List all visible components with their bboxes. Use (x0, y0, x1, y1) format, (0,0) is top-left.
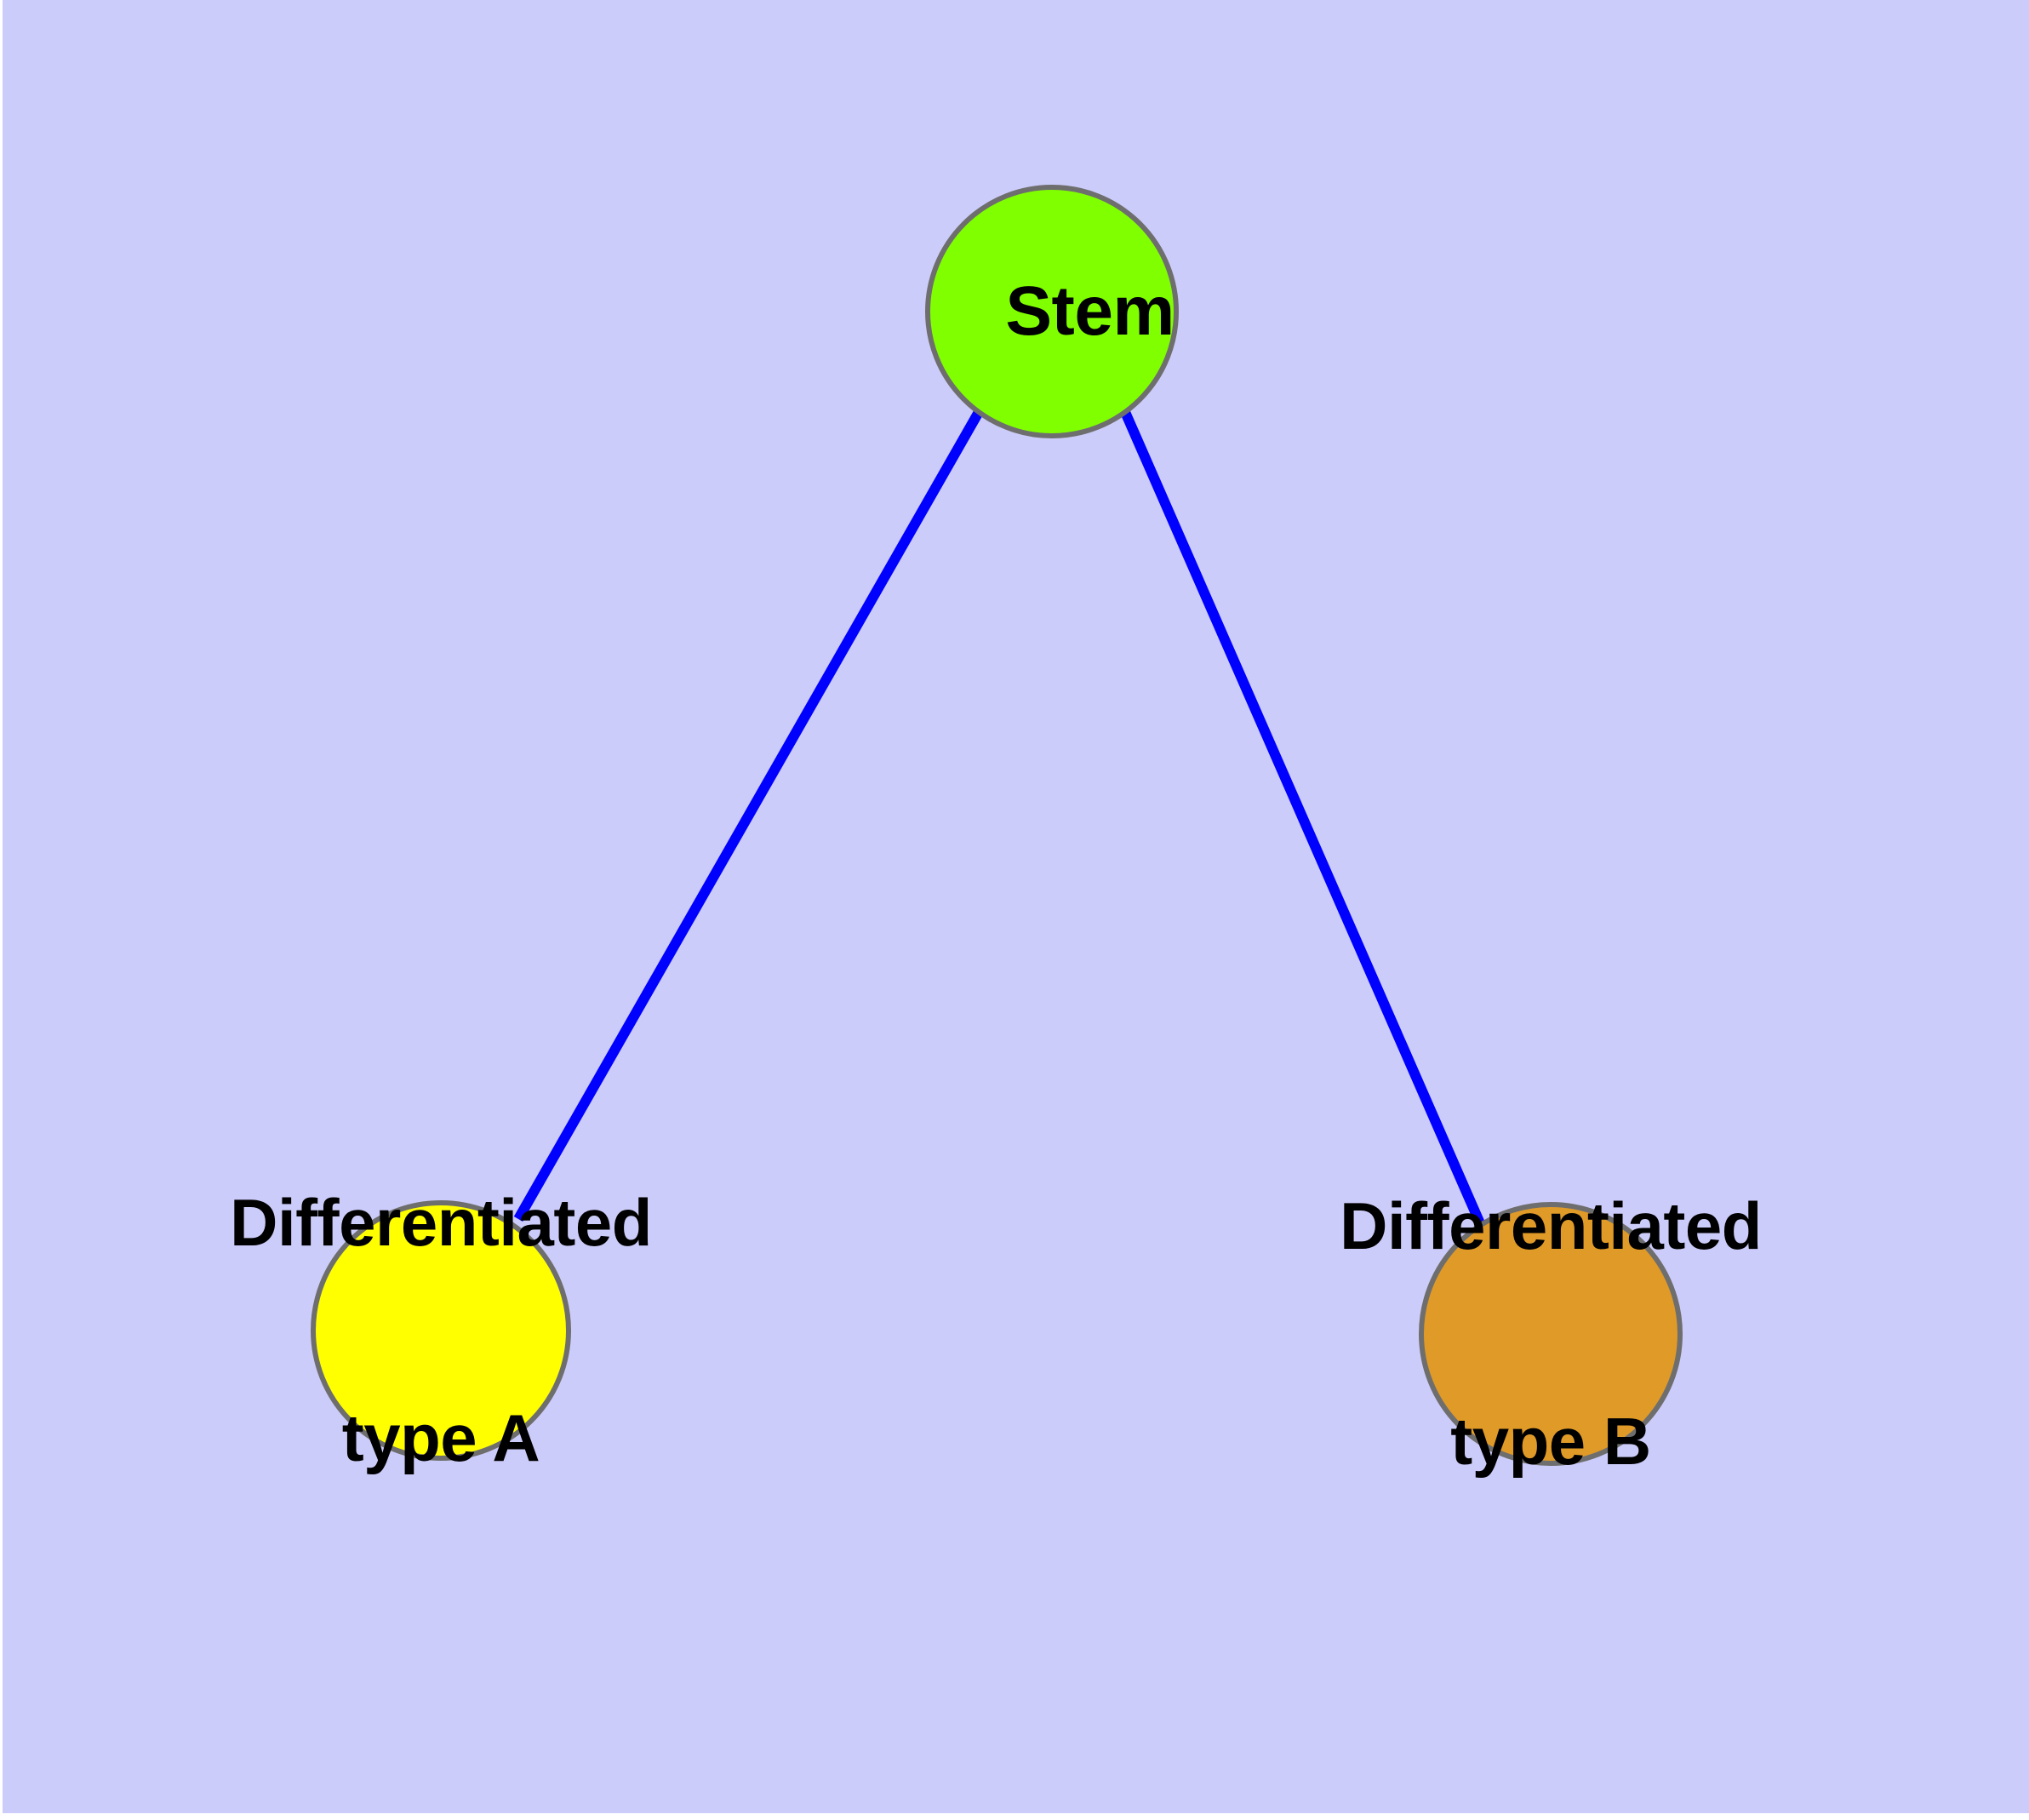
edge-stem-to-differentiated-type-b (1120, 409, 1485, 1226)
node-layer (311, 185, 1683, 1466)
node-differentiated-type-b[interactable] (1419, 1202, 1683, 1466)
node-stem[interactable] (925, 185, 1179, 438)
edge-layer (513, 409, 1485, 1226)
edge-stem-to-differentiated-type-a (513, 409, 984, 1222)
node-differentiated-type-a[interactable] (311, 1200, 571, 1461)
